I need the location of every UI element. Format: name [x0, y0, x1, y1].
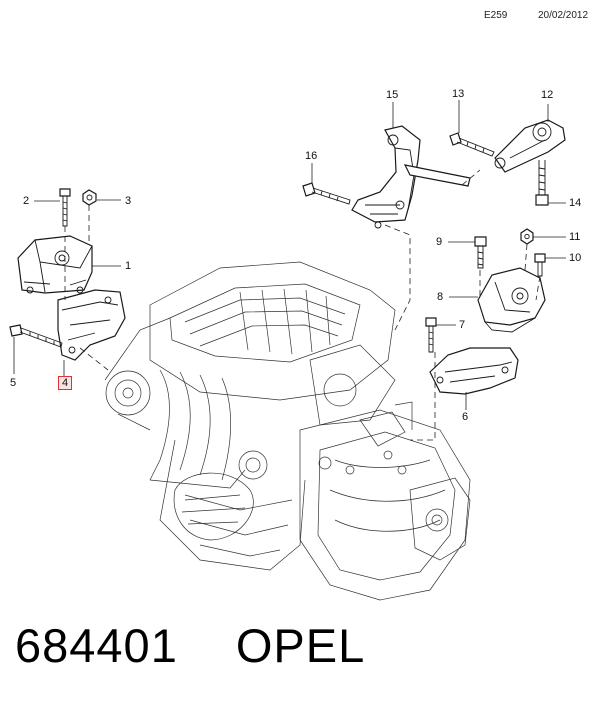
callout-9[interactable]: 9: [436, 236, 443, 248]
diagram-date: 20/02/2012: [538, 10, 589, 21]
bolt-part-7: [425, 317, 437, 353]
bolt-part-10: [534, 253, 546, 277]
rear-mount-part-8: [477, 267, 546, 333]
callout-2[interactable]: 2: [23, 195, 30, 207]
part-caption: 684401 OPEL: [15, 618, 365, 673]
callout-16[interactable]: 16: [305, 150, 318, 162]
part-number: 684401: [15, 619, 178, 672]
callout-1[interactable]: 1: [125, 260, 132, 272]
bolt-part-2: [59, 188, 71, 227]
mount-bracket-part-6: [429, 347, 519, 395]
engine-mount-part-1: [17, 235, 93, 294]
callout-7[interactable]: 7: [459, 319, 466, 331]
brand-name: OPEL: [235, 619, 366, 672]
nut-part-11: [520, 228, 534, 245]
callout-10[interactable]: 10: [569, 252, 582, 264]
bolt-part-13: [449, 132, 495, 157]
diagram-code: E259: [484, 10, 508, 21]
callout-3[interactable]: 3: [125, 195, 132, 207]
callout-leader-lines: [13, 100, 566, 410]
engine-assembly-illustration: [104, 261, 471, 601]
bolt-part-14: [535, 160, 549, 206]
callout-11[interactable]: 11: [569, 231, 581, 243]
callout-15[interactable]: 15: [386, 89, 399, 101]
bolt-part-16: [302, 182, 351, 205]
callout-12[interactable]: 12: [541, 89, 554, 101]
nut-part-3: [82, 189, 97, 206]
bolt-part-9: [474, 236, 487, 269]
mount-bracket-part-4: [57, 289, 126, 361]
assembly-guide-lines: [64, 169, 541, 441]
callout-14[interactable]: 14: [569, 197, 582, 209]
callout-13[interactable]: 13: [452, 88, 465, 100]
callout-5[interactable]: 5: [10, 377, 17, 389]
callout-6[interactable]: 6: [462, 411, 469, 423]
bolt-part-5: [9, 324, 63, 348]
engine-mount-bracket-part-15: [351, 125, 471, 229]
torque-rod-part-12: [494, 119, 566, 173]
callout-8[interactable]: 8: [437, 291, 444, 303]
callout-4-highlighted[interactable]: 4: [58, 376, 73, 390]
